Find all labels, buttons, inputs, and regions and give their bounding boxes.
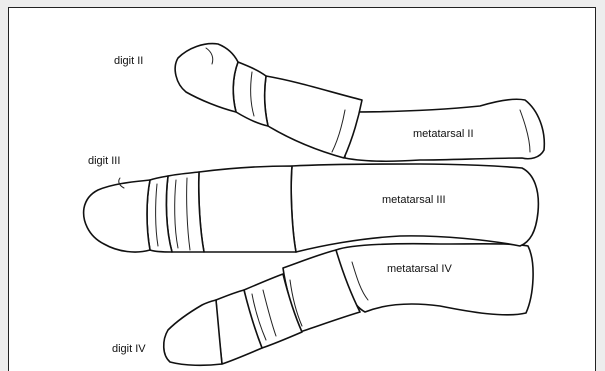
middle-phalanx-iii xyxy=(166,172,204,252)
digit-iii-group xyxy=(84,164,539,252)
digit-ii-group xyxy=(175,44,544,162)
proximal-phalanx-ii xyxy=(265,76,362,158)
label-digit-iii: digit III xyxy=(88,155,120,167)
label-metatarsal-iii: metatarsal III xyxy=(382,194,446,206)
digit-iv-group xyxy=(164,244,533,366)
label-digit-iv: digit IV xyxy=(112,343,146,355)
distal-tip-iii xyxy=(84,180,150,252)
metatarsal-iv-bone xyxy=(336,244,533,315)
label-metatarsal-ii: metatarsal II xyxy=(413,128,474,140)
label-metatarsal-iv: metatarsal IV xyxy=(387,263,452,275)
distal-tip-iv xyxy=(164,300,222,365)
label-digit-ii: digit II xyxy=(114,55,143,67)
distal-tip-ii xyxy=(175,44,238,112)
proximal-phalanx-iii xyxy=(199,166,296,252)
metatarsal-iii-bone xyxy=(291,164,538,252)
